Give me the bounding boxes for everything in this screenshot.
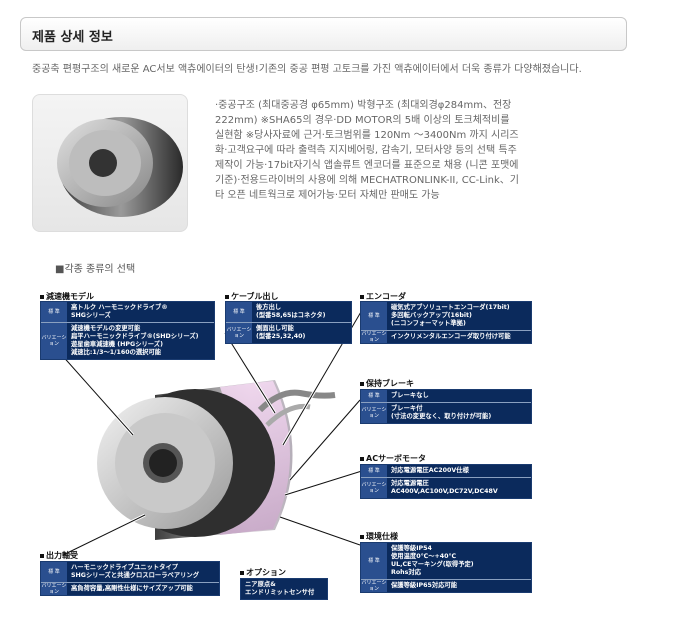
section-label-option: オプション (240, 567, 286, 578)
section-label-bearing: 出力軸受 (40, 550, 78, 561)
section-box-reducer: 標 準 高トルク ハーモニックドライブ®SHGシリーズ バリエーション 減速機モ… (40, 301, 215, 360)
section-box-brake: 標 準 ブレーキなし バリエーション ブレーキ付(寸法の変更なく、取り付けが可能… (360, 389, 532, 424)
section-label-brake: 保持ブレーキ (360, 378, 414, 389)
section-label-encoder: エンコーダ (360, 291, 406, 302)
section-box-cable: 標 準 後方出し(型番58,65はコネクタ) バリエーション 側面出し可能(型番… (225, 301, 352, 344)
actuator-diagram: 減速機モデル 標 準 高トルク ハーモニックドライブ®SHGシリーズ バリエーシ… (35, 285, 537, 607)
section-label-cable: ケーブル出し (225, 291, 279, 302)
product-description: ·중공구조 (최대중공경 φ65mm) 박형구조 (최대외경φ284mm、전장2… (215, 100, 519, 201)
page-title: 제품 상세 정보 (32, 30, 113, 45)
section-label-motor: ACサーボモータ (360, 453, 426, 464)
section-box-option: ニア原点&エンドリミットセンサ付 (240, 578, 328, 600)
diagram-illustration (58, 304, 367, 557)
selection-title: ■각종 종류의 선택 (55, 264, 136, 275)
section-header: 제품 상세 정보 (20, 17, 627, 51)
section-label-env: 環境仕様 (360, 531, 398, 542)
intro-text: 중공축 편평구조의 새로운 AC서보 액츄에이터의 탄생!기존의 중공 편평 고… (32, 64, 582, 75)
section-label-reducer: 減速機モデル (40, 291, 94, 302)
section-box-encoder: 標 準 磁気式アブソリュートエンコーダ(17bit)多回転バックアップ(16bi… (360, 301, 532, 344)
product-thumbnail (32, 94, 188, 232)
